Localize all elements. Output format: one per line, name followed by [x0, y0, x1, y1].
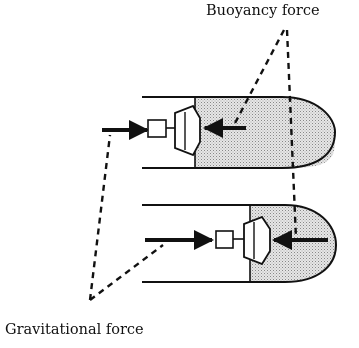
upper-capsule-fill: [195, 97, 335, 168]
lower-weight-box: [215, 230, 234, 249]
leader-gravity-lower: [89, 244, 164, 301]
lower-piston: [243, 215, 271, 266]
leader-buoyancy-lower: [285, 29, 298, 239]
upper-capsule-outline: [142, 96, 337, 169]
upper-weight-box: [147, 119, 167, 138]
buoyancy-force-label: Buoyancy force: [206, 3, 320, 19]
upper-piston: [174, 104, 201, 157]
leader-gravity-upper: [88, 134, 112, 301]
leader-buoyancy-upper: [232, 29, 286, 126]
gravitational-force-label: Gravitational force: [5, 322, 144, 338]
lower-capsule-outline: [142, 204, 338, 283]
lower-capsule-fill: [250, 205, 336, 282]
leader-lines: [88, 29, 298, 301]
lower-diver: [142, 204, 338, 283]
upper-diver: [102, 96, 337, 169]
